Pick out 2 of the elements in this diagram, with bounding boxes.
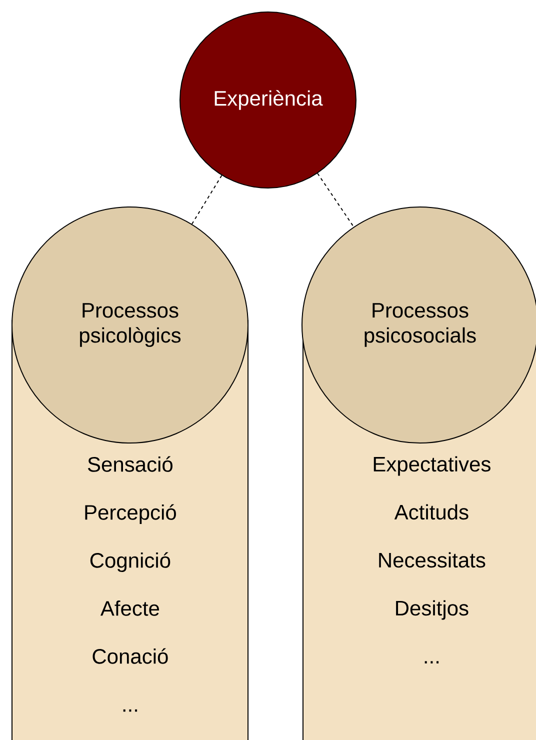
- connector-line: [191, 174, 222, 224]
- connector-line: [317, 172, 354, 228]
